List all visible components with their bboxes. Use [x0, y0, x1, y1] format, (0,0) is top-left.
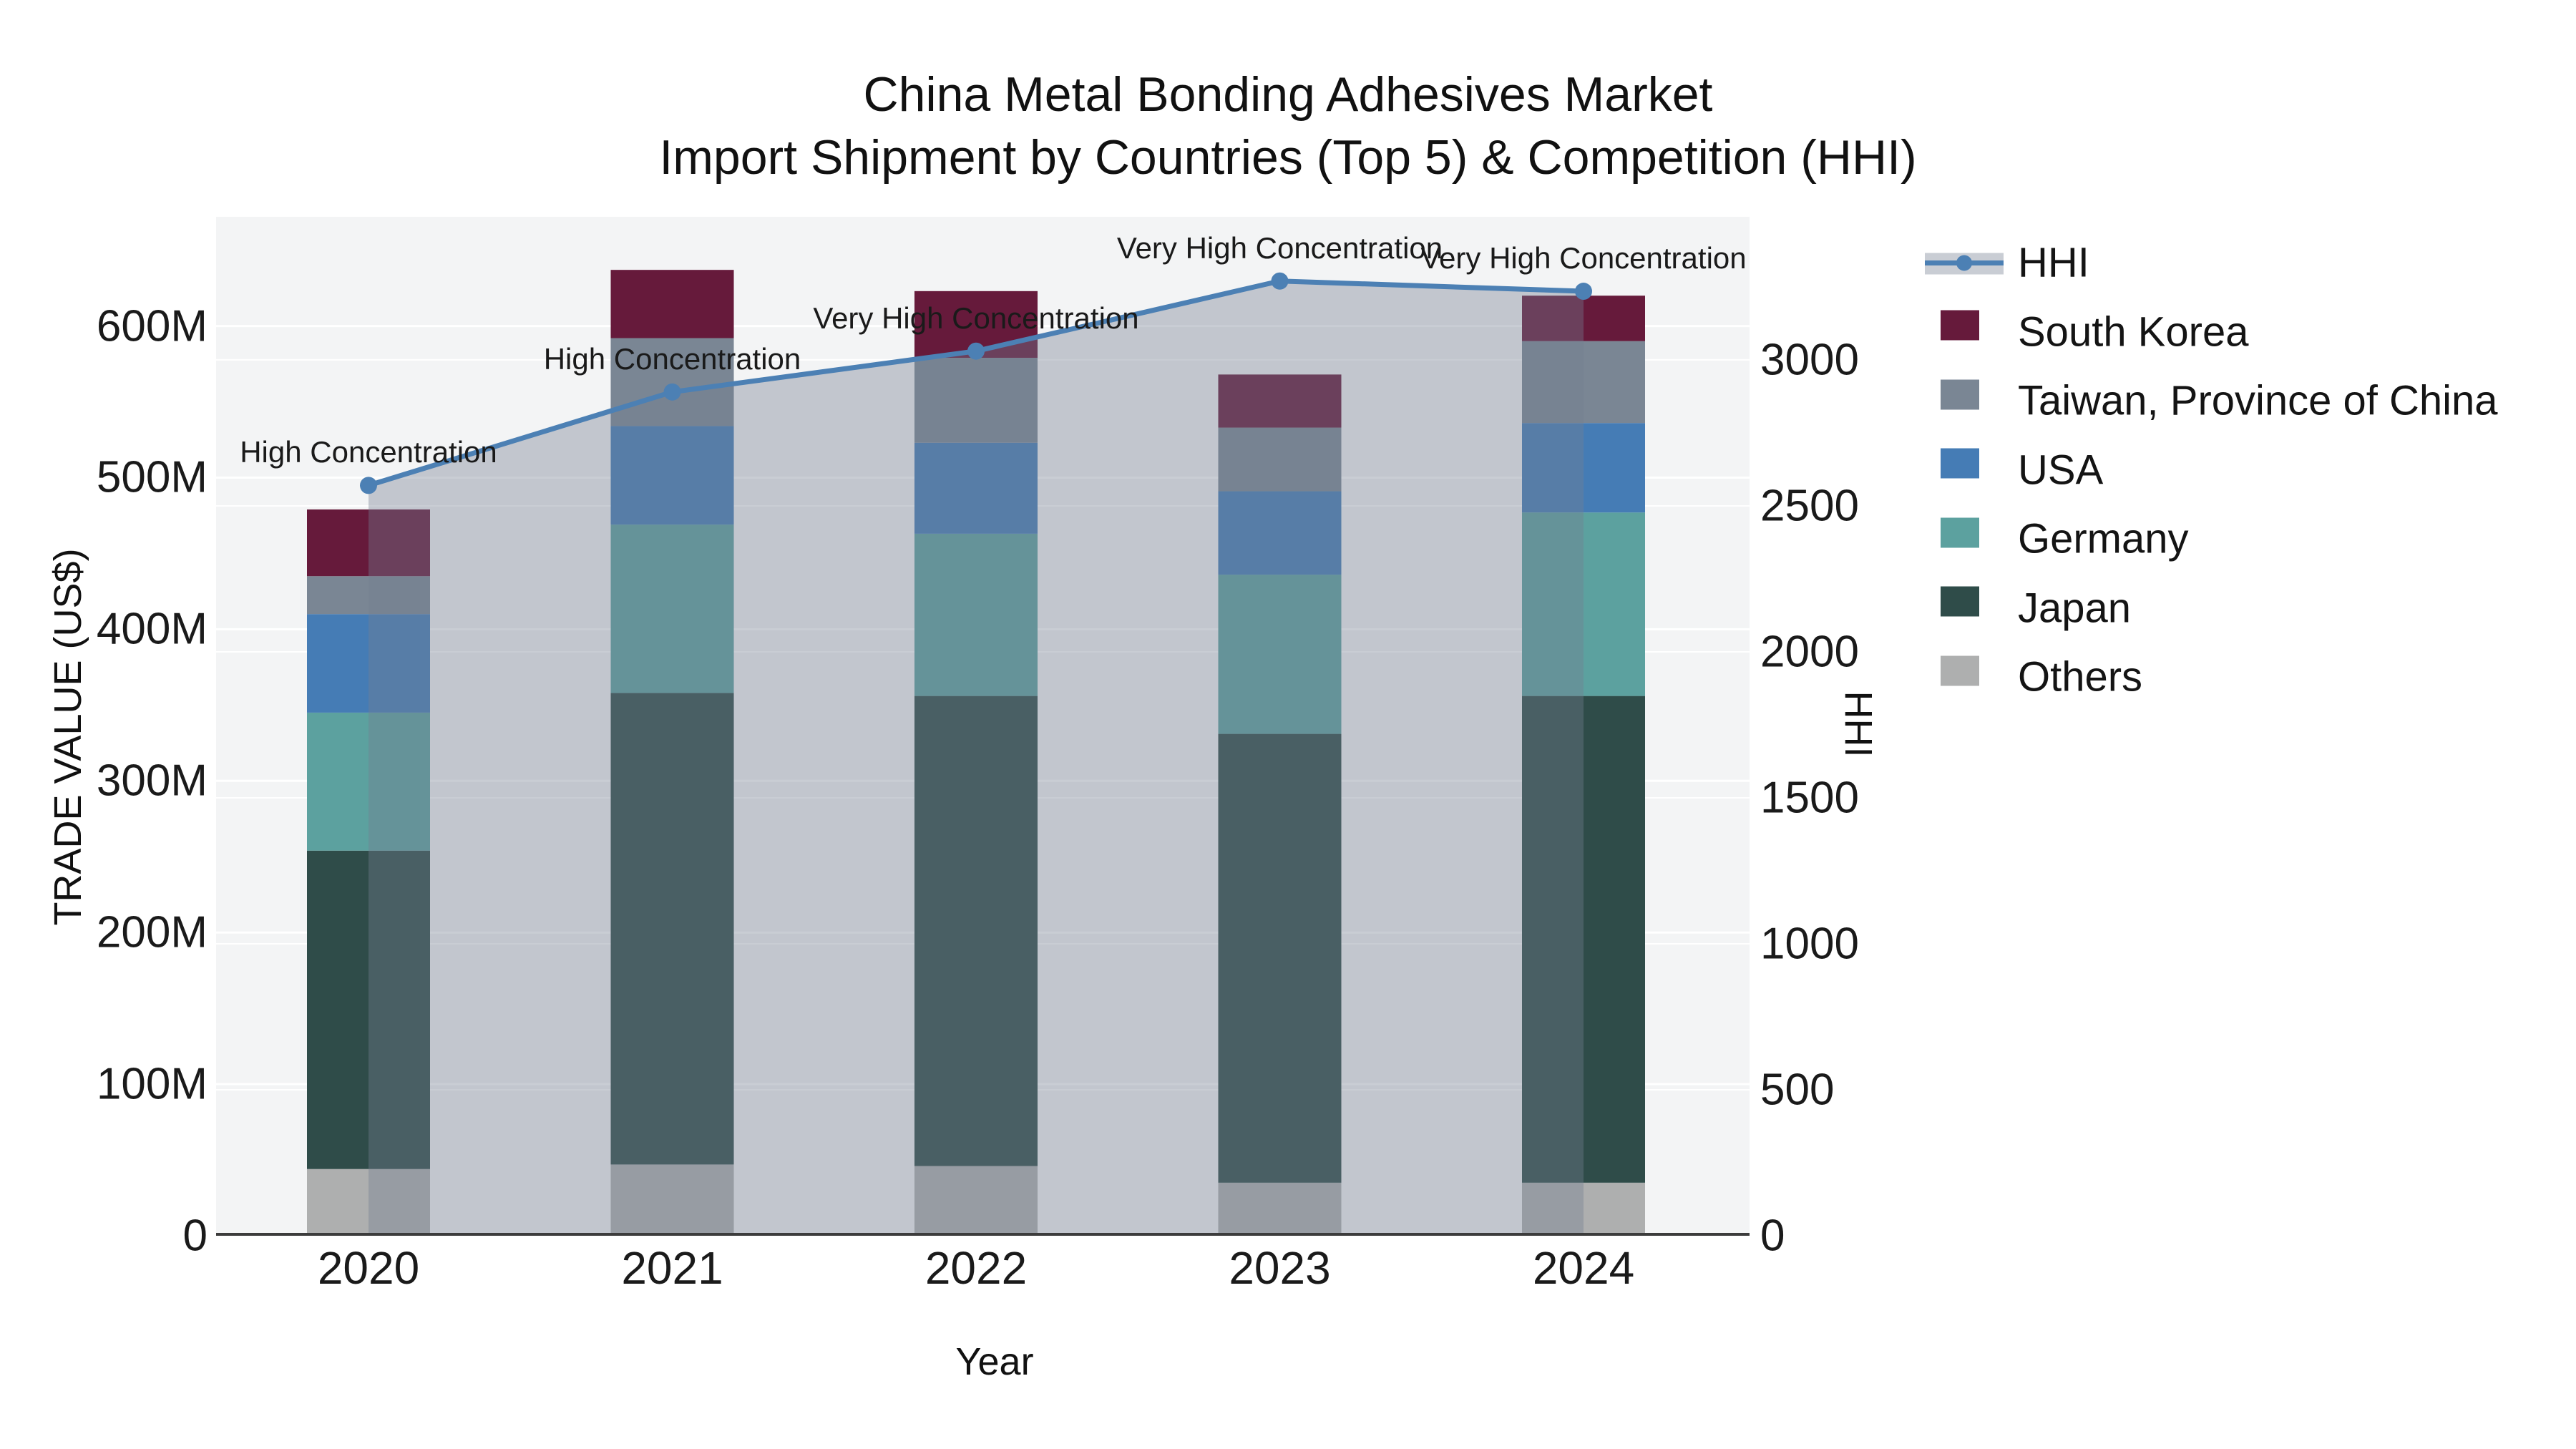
- legend-label: Japan: [2018, 585, 2132, 631]
- usa-swatch-icon: [1941, 448, 1979, 479]
- taiwan-swatch-icon: [1941, 379, 1979, 409]
- bar-segment-2023-south-korea: [1218, 374, 1342, 428]
- chart-title-line1: China Metal Bonding Adhesives Market: [863, 67, 1713, 122]
- bar-segment-2022-taiwan-province-of-china: [914, 358, 1038, 443]
- bar-segment-2020-south-korea: [307, 509, 430, 577]
- x-tick-2023: 2023: [1229, 1242, 1331, 1294]
- legend-label: Germany: [2018, 515, 2189, 562]
- bar-segment-2022-germany: [914, 533, 1038, 696]
- right-tick: 0: [1760, 1211, 1785, 1261]
- chart-title-line2: Import Shipment by Countries (Top 5) & C…: [659, 130, 1917, 185]
- legend-label: South Korea: [2018, 308, 2249, 355]
- bar-segment-2024-germany: [1522, 512, 1645, 696]
- germany-swatch-icon: [1941, 517, 1979, 547]
- bar-segment-2024-taiwan-province-of-china: [1522, 341, 1645, 424]
- left-tick: 100M: [96, 1059, 208, 1109]
- hhi-area-fill: [369, 280, 1584, 1236]
- others-swatch-icon: [1941, 655, 1979, 686]
- legend-label: Others: [2018, 653, 2143, 701]
- bar-segment-2024-south-korea: [1522, 296, 1645, 341]
- left-tick: 200M: [96, 907, 208, 957]
- hhi-marker-2024: [1575, 283, 1592, 301]
- legend-item-hhi: HHI: [1925, 239, 2089, 287]
- japan-swatch-icon: [1941, 586, 1979, 617]
- x-axis-title: Year: [955, 1340, 1034, 1383]
- bar-segment-2020-germany: [307, 712, 430, 851]
- left-axis-title: TRADE VALUE (US$): [47, 548, 89, 926]
- annotation-2021: High Concentration: [543, 341, 801, 376]
- hhi-marker-2021: [663, 383, 681, 401]
- bar-segment-2022-usa: [914, 442, 1038, 534]
- legend-label: Taiwan, Province of China: [2018, 377, 2498, 424]
- bar-segment-2023-japan: [1218, 733, 1342, 1183]
- legend-item-south-korea: South Korea: [1925, 308, 2248, 356]
- chart-canvas: [216, 270, 1750, 1236]
- bar-segment-2023-germany: [1218, 575, 1342, 734]
- left-tick: 0: [182, 1211, 208, 1261]
- bar-segment-2021-germany: [610, 525, 734, 693]
- right-tick: 1000: [1760, 919, 1859, 969]
- hhi-marker-2020: [360, 477, 377, 494]
- x-tick-2024: 2024: [1532, 1242, 1635, 1294]
- hhi-line-sample-icon: [1925, 241, 2004, 284]
- bar-segment-2021-japan: [610, 693, 734, 1165]
- legend-item-others: Others: [1925, 653, 2142, 701]
- right-tick: 1500: [1760, 773, 1859, 823]
- right-axis-title: HHI: [1837, 691, 1880, 758]
- annotation-2022: Very High Concentration: [813, 301, 1139, 335]
- bar-segment-2021-usa: [610, 426, 734, 525]
- legend-item-usa: USA: [1925, 446, 2103, 494]
- legend-label: USA: [2018, 447, 2104, 493]
- right-tick: 2000: [1760, 627, 1859, 677]
- bar-segment-2021-others: [610, 1164, 734, 1236]
- x-axis-line: [216, 1233, 1750, 1236]
- legend-item-japan: Japan: [1925, 584, 2131, 632]
- x-tick-2020: 2020: [317, 1242, 420, 1294]
- legend-label: HHI: [2018, 239, 2089, 286]
- bar-segment-2021-south-korea: [610, 270, 734, 338]
- right-tick: 3000: [1760, 335, 1859, 385]
- bar-segment-2023-usa: [1218, 491, 1342, 575]
- left-tick: 400M: [96, 604, 208, 654]
- bar-segment-2020-taiwan-province-of-china: [307, 576, 430, 615]
- right-tick: 500: [1760, 1065, 1835, 1115]
- legend-item-taiwan: Taiwan, Province of China: [1925, 377, 2498, 425]
- x-tick-2021: 2021: [621, 1242, 723, 1294]
- x-tick-2022: 2022: [924, 1242, 1028, 1294]
- left-tick: 600M: [96, 301, 208, 351]
- south-korea-swatch-icon: [1941, 310, 1979, 341]
- hhi-marker-2023: [1271, 272, 1289, 290]
- bar-segment-2023-others: [1218, 1182, 1342, 1236]
- bar-segment-2024-usa: [1522, 423, 1645, 513]
- bar-segment-2020-usa: [307, 614, 430, 713]
- legend-item-germany: Germany: [1925, 515, 2189, 563]
- annotation-2024: Very High Concentration: [1420, 241, 1747, 275]
- bar-segment-2022-others: [914, 1166, 1038, 1236]
- annotation-2020: High Concentration: [240, 435, 497, 469]
- bar-segment-2024-others: [1522, 1182, 1645, 1236]
- right-tick: 2500: [1760, 481, 1859, 531]
- hhi-marker-2022: [967, 342, 985, 360]
- bar-segment-2020-others: [307, 1169, 430, 1236]
- left-tick: 300M: [96, 756, 208, 806]
- chart-title: China Metal Bonding Adhesives Market Imp…: [0, 63, 2576, 189]
- bar-segment-2020-japan: [307, 850, 430, 1169]
- bar-segment-2022-japan: [914, 696, 1038, 1166]
- left-tick: 500M: [96, 452, 208, 502]
- bar-segment-2024-japan: [1522, 696, 1645, 1183]
- annotation-2023: Very High Concentration: [1116, 230, 1443, 265]
- bar-segment-2021-taiwan-province-of-china: [610, 338, 734, 426]
- bar-segment-2023-taiwan-province-of-china: [1218, 427, 1342, 492]
